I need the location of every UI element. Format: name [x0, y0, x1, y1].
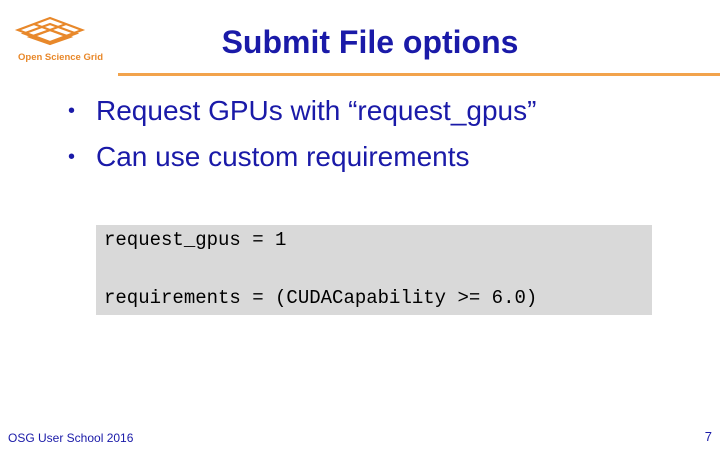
osg-logo: Open Science Grid	[14, 16, 114, 68]
osg-grid-logo-icon	[14, 16, 86, 46]
code-block: request_gpus = 1 requirements = (CUDACap…	[96, 225, 652, 315]
footer-text: OSG User School 2016	[8, 431, 134, 445]
slide-title: Submit File options	[221, 24, 519, 60]
bullet-dot-icon: •	[68, 146, 76, 168]
bullet-text: Request GPUs with “request_gpus”	[96, 95, 537, 126]
page-number: 7	[704, 429, 712, 444]
code-line: request_gpus = 1	[104, 229, 287, 251]
title-divider	[118, 73, 720, 76]
bullet-dot-icon: •	[68, 100, 76, 122]
bullet-item: • Request GPUs with “request_gpus”	[62, 92, 536, 138]
bullet-list: • Request GPUs with “request_gpus” • Can…	[62, 92, 536, 184]
bullet-text: Can use custom requirements	[96, 141, 470, 172]
code-line: requirements = (CUDACapability >= 6.0)	[104, 287, 538, 309]
logo-text: Open Science Grid	[18, 52, 103, 63]
bullet-item: • Can use custom requirements	[62, 138, 536, 184]
